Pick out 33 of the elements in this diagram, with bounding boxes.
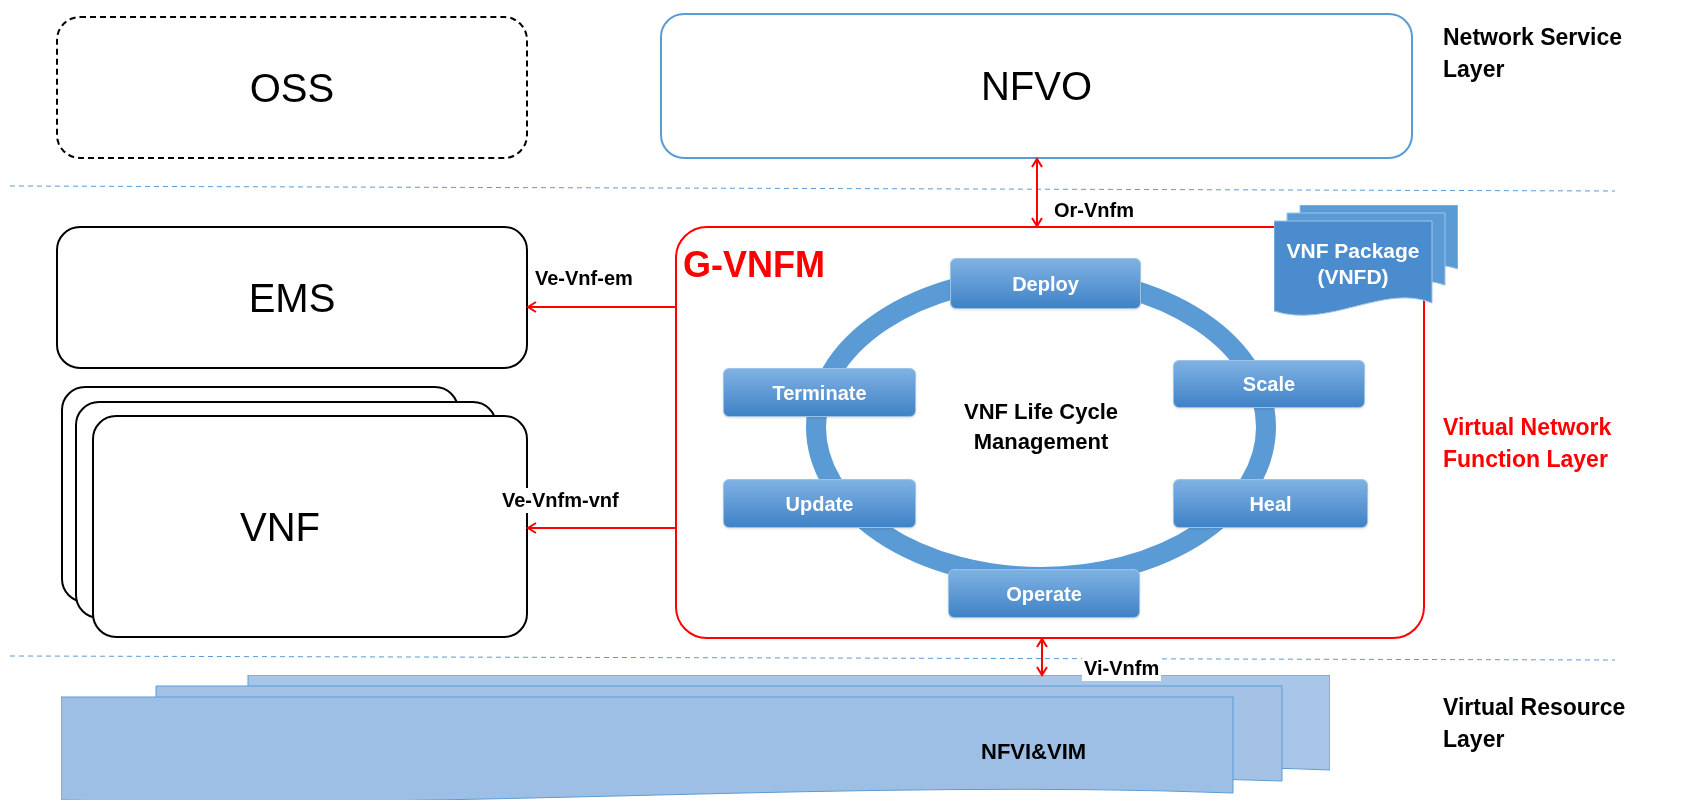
layer-label: Virtual Network Function Layer [1443, 413, 1613, 474]
lifecycle-step-box [1173, 479, 1368, 528]
node-label: Heal [1249, 491, 1292, 517]
arrow [1031, 158, 1043, 227]
edge-label: Ve-Vnfm-vnf [500, 488, 621, 513]
system-box [56, 226, 528, 369]
arrow [1036, 638, 1048, 676]
lifecycle-step-box [950, 258, 1141, 309]
node-label: Update [785, 491, 854, 517]
node-label: Operate [1006, 581, 1082, 607]
node-label: OSS [249, 64, 335, 112]
lifecycle-step-box [948, 569, 1140, 618]
node-label: EMS [248, 274, 336, 322]
arrow [527, 301, 676, 313]
lifecycle-step-box [723, 368, 916, 417]
system-box [56, 16, 528, 159]
lifecycle-step-box [1173, 360, 1365, 408]
layer-label: Network Service Layer [1443, 23, 1623, 84]
node-label: Deploy [1012, 271, 1079, 297]
node-label: NFVO [980, 63, 1093, 110]
node-label: Scale [1242, 372, 1296, 397]
node-label: NFVI&VIM [981, 739, 1087, 764]
node-label: Terminate [772, 380, 867, 406]
arrow [527, 522, 676, 534]
node-label: VNF Package (VNFD) [1285, 237, 1421, 290]
node-label: VNF Life Cycle Management [962, 397, 1119, 456]
layer-label: Virtual Resource Layer [1443, 693, 1627, 754]
edge-label: Vi-Vnfm [1082, 656, 1162, 681]
stacked-resource-band [61, 675, 1330, 800]
node-label: VNF [240, 503, 320, 551]
system-box [660, 13, 1413, 159]
node-label: G-VNFM [683, 244, 825, 285]
lifecycle-step-box [723, 479, 916, 528]
